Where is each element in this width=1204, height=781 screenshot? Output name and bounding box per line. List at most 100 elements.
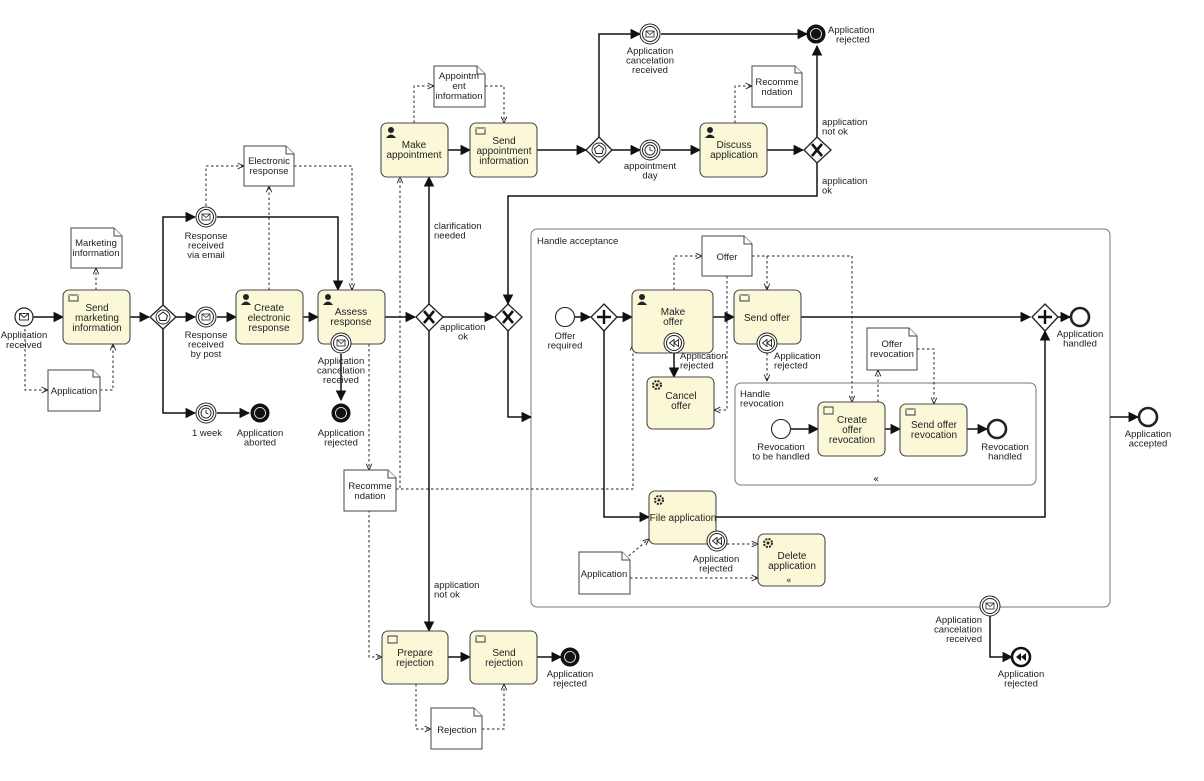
end-event-rejected-top[interactable] [806, 24, 826, 44]
user-icon [386, 127, 396, 138]
intermediate-event-response-email[interactable] [195, 206, 217, 228]
start-event-revocation-to-be-handled[interactable] [770, 418, 792, 440]
exclusive-gateway-application-decision[interactable] [803, 136, 832, 164]
end-event-application-aborted[interactable] [250, 403, 270, 423]
data-object-rejection[interactable]: Rejection [430, 707, 483, 750]
rewind-icon [668, 338, 679, 348]
clock-icon [200, 407, 212, 419]
intermediate-event-cancelation-top[interactable] [639, 23, 661, 45]
end-event-assess-rejected[interactable] [331, 403, 351, 423]
event-based-gateway-1[interactable] [149, 304, 177, 330]
svg-text:Handle acceptance: Handle acceptance [537, 236, 618, 247]
start-event-application-received[interactable] [14, 307, 34, 327]
envelope-icon [68, 294, 79, 302]
data-object-offer[interactable]: Offer [701, 235, 753, 277]
end-event-application-handled[interactable] [1069, 306, 1091, 328]
start-event-offer-required[interactable] [554, 306, 576, 328]
boundary-event-assess-cancelation[interactable] [330, 332, 352, 354]
timer-event-1-week[interactable] [195, 402, 217, 424]
gear-icon [763, 538, 773, 548]
parallel-gateway-split[interactable] [590, 303, 618, 332]
envelope-icon [645, 30, 655, 38]
data-object-application[interactable]: Application [47, 369, 101, 412]
envelope-icon [905, 408, 916, 416]
parallel-gateway-join[interactable] [1031, 303, 1059, 332]
event-based-gateway-2[interactable] [585, 136, 613, 164]
data-associations [24, 86, 934, 729]
compensation-marker-icon: « [786, 576, 792, 586]
table-icon [387, 635, 398, 644]
envelope-icon [475, 127, 486, 135]
end-event-compensation-rejected[interactable] [1010, 646, 1032, 668]
svg-text:1 week: 1 week [192, 428, 222, 439]
boundary-event-cancelation-bottom[interactable] [979, 595, 1001, 617]
envelope-icon [19, 313, 29, 321]
task-file-application[interactable]: File application [648, 490, 717, 545]
subprocess-handle-revocation[interactable] [734, 382, 1037, 486]
svg-text:Offer: Offer [717, 252, 738, 263]
clock-icon [644, 144, 656, 156]
boundary-compensation-make-offer[interactable] [663, 332, 685, 354]
timer-event-appointment-day[interactable] [639, 139, 661, 161]
sequence-flows [32, 28, 1140, 663]
end-event-application-accepted[interactable] [1137, 406, 1159, 428]
user-icon [637, 294, 647, 305]
boundary-compensation-send-offer[interactable] [756, 332, 778, 354]
data-object-application-2[interactable]: Application [578, 551, 631, 595]
intermediate-event-response-post[interactable] [195, 306, 217, 328]
exclusive-gateway-clarification[interactable] [415, 303, 444, 332]
boundary-compensation-file-application[interactable] [706, 530, 728, 552]
end-event-rejection-sent[interactable] [560, 647, 580, 667]
svg-text:Application: Application [51, 386, 97, 397]
end-event-revocation-handled[interactable] [986, 418, 1008, 440]
svg-text:Rejection: Rejection [437, 725, 477, 736]
exclusive-gateway-merge[interactable] [494, 303, 523, 332]
subprocess-loop-marker: « [873, 474, 879, 485]
